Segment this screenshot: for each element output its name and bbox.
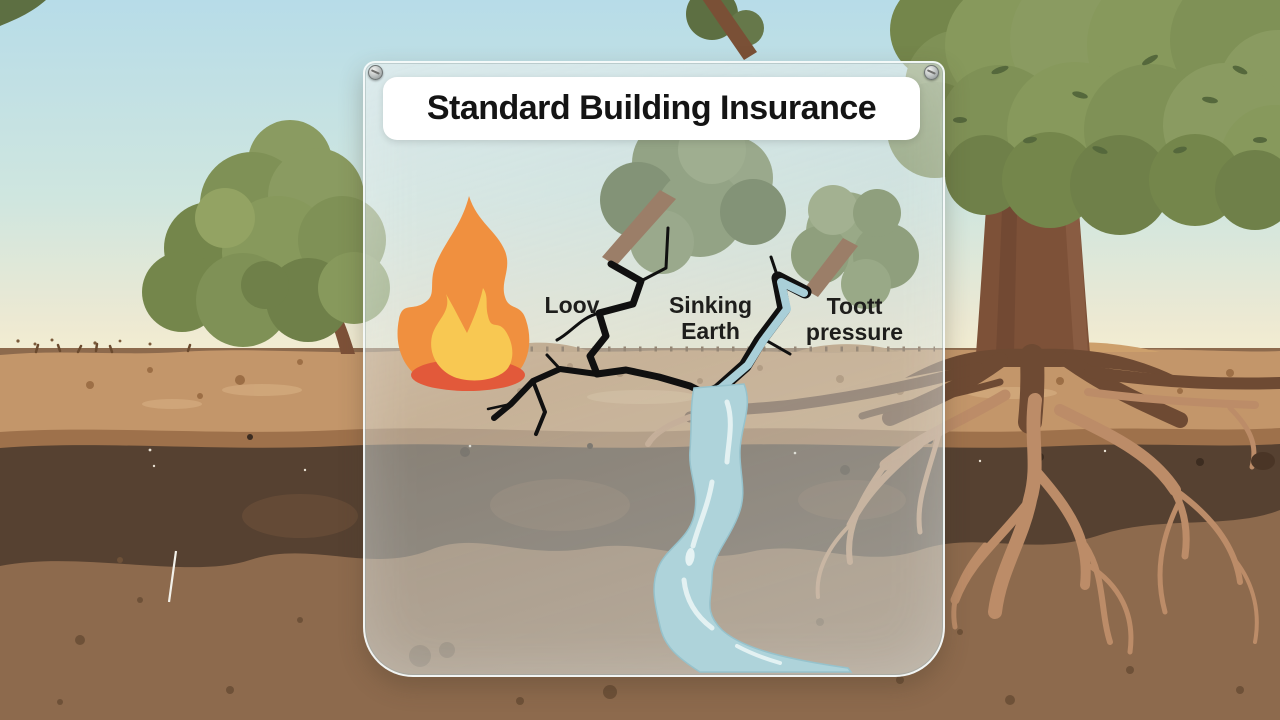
label-sinking-line1: Sinking bbox=[668, 292, 753, 318]
label-sinking-line2: Earth bbox=[681, 317, 740, 344]
grass-tufts bbox=[34, 342, 192, 354]
label-root-line1: Toott bbox=[826, 293, 883, 319]
label-root-pressure: Toott pressure bbox=[797, 293, 912, 346]
falling-tree-icon bbox=[791, 185, 919, 309]
label-fire-text: Loov bbox=[544, 292, 600, 318]
tree-icon bbox=[684, 0, 1280, 434]
label-sinking-earth: Sinking Earth bbox=[653, 292, 768, 345]
screw-icon bbox=[924, 65, 939, 80]
foliage-corner bbox=[0, 0, 46, 26]
scratch-mark bbox=[167, 550, 178, 603]
label-root-line2: pressure bbox=[805, 318, 904, 345]
label-fire: Loov bbox=[532, 292, 612, 319]
water-leak-icon bbox=[654, 282, 851, 672]
rock-icon bbox=[1251, 452, 1275, 470]
falling-tree-icon bbox=[600, 116, 786, 274]
fire-icon bbox=[398, 196, 530, 391]
screw-icon bbox=[368, 65, 383, 80]
panel-title: Standard Building Insurance bbox=[383, 77, 920, 140]
panel-title-text: Standard Building Insurance bbox=[426, 89, 877, 127]
branch-icon bbox=[686, 0, 764, 60]
